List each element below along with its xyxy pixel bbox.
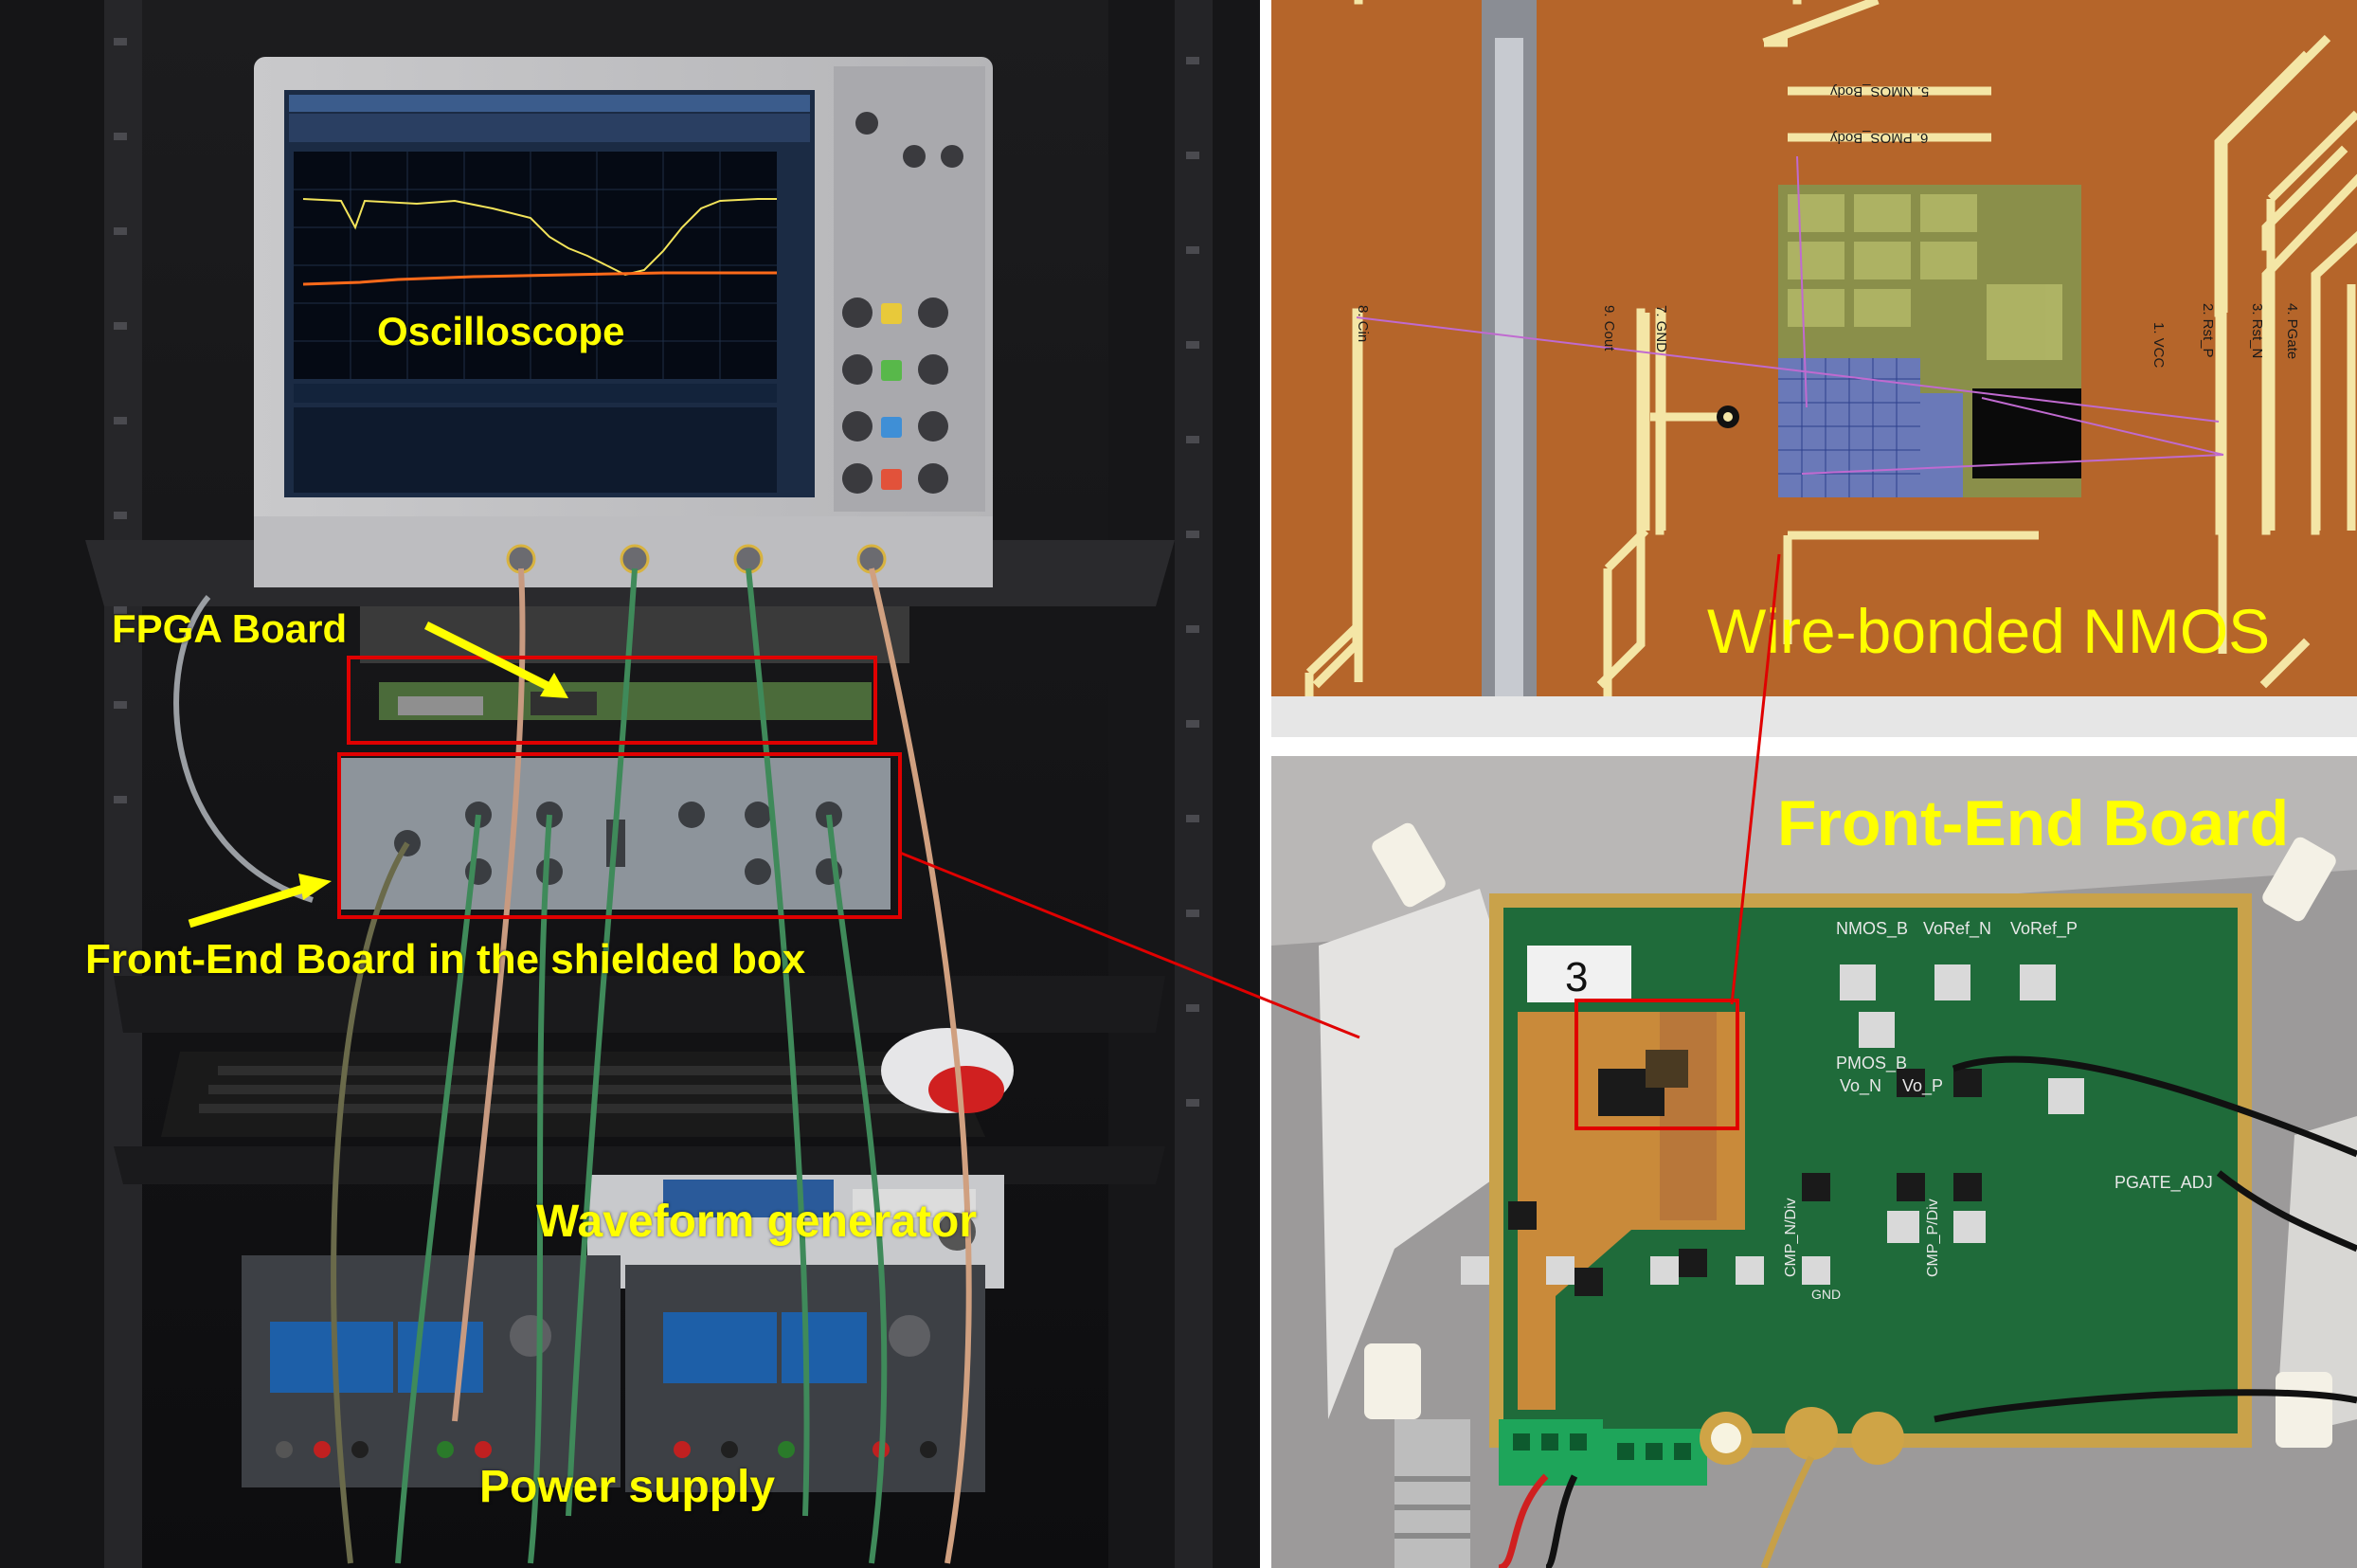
silk-vo-p: Vo_P xyxy=(1902,1076,1944,1095)
silk-vo-n: Vo_N xyxy=(1840,1076,1882,1095)
pad-label-nmos-body: 5. NMOS_Body xyxy=(1830,83,1930,99)
pad-label-vcc: 1. VCC xyxy=(2150,322,2167,369)
waveform-generator-label: Waveform generator xyxy=(536,1197,977,1247)
layout-view-panel: 1. VCC 2. Rst_P 3. Rst_N 4. PGate 5. NMO… xyxy=(1271,0,2357,737)
pad-label-gnd: 7. GND xyxy=(1653,305,1669,353)
pad-label-rst-p: 2. Rst_P xyxy=(2200,303,2216,358)
fpga-highlight-box xyxy=(347,656,877,745)
layout-view-illustration xyxy=(1271,0,2357,737)
front-end-board-box-label: Front-End Board in the shielded box xyxy=(85,936,806,982)
silk-voref-p: VoRef_P xyxy=(2010,919,2078,938)
power-supply-label: Power supply xyxy=(479,1462,776,1512)
pad-label-pgate: 4. PGate xyxy=(2284,303,2300,360)
svg-text:3: 3 xyxy=(1565,954,1588,1000)
die-highlight-box xyxy=(1574,999,1739,1130)
silk-cmp-n-div: CMP_N/Div xyxy=(1783,1198,1799,1277)
silk-pmos-b: PMOS_B xyxy=(1836,1054,1908,1072)
setup-photo-panel: Oscilloscope FPGA Board Front-End Board … xyxy=(0,0,1260,1568)
silk-cmp-p-div: CMP_P/Div xyxy=(1925,1199,1941,1277)
front-end-box-highlight xyxy=(337,752,902,919)
pad-label-cout: 9. Cout xyxy=(1601,305,1617,351)
board-photo-panel: 3 xyxy=(1271,756,2357,1568)
silk-gnd: GND xyxy=(1811,1287,1842,1302)
silk-nmos-b: NMOS_B xyxy=(1836,919,1909,938)
front-end-board-label: Front-End Board xyxy=(1777,787,2290,859)
pad-label-rst-n: 3. Rst_N xyxy=(2249,303,2265,359)
setup-photo-illustration xyxy=(0,0,1260,1568)
fpga-board-label: FPGA Board xyxy=(112,606,348,651)
silk-voref-n: VoRef_N xyxy=(1923,919,1992,938)
oscilloscope-label: Oscilloscope xyxy=(377,309,625,353)
pad-label-cin: 8. Cin xyxy=(1355,305,1371,343)
board-photo-illustration: 3 xyxy=(1271,756,2357,1568)
pad-label-pmos-body: 6. PMOS_Body xyxy=(1830,130,1929,146)
silk-pgate-adj: PGATE_ADJ xyxy=(2114,1173,2213,1192)
wire-bonded-nmos-label: Wire-bonded NMOS xyxy=(1707,596,2271,666)
